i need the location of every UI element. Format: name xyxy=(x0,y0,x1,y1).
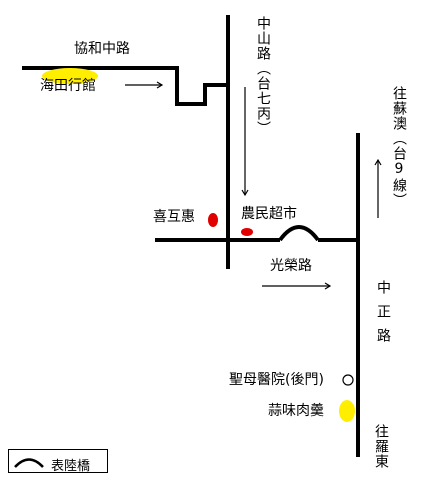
direction-label-suao: 往蘇澳（台9線） xyxy=(391,86,407,208)
legend-label-bridge: 表陸橋 xyxy=(51,459,91,474)
road-label-xiehe-zhong: 協和中路 xyxy=(74,41,130,57)
place-label-xihuhui: 喜互惠 xyxy=(153,209,195,225)
place-label-garlic-soup: 蒜味肉羹 xyxy=(268,403,324,419)
place-label-nongmin: 農民超市 xyxy=(241,206,297,222)
place-label-hospital: 聖母醫院(後門) xyxy=(229,372,324,388)
road-label-zhongshan: 中山路（台七丙） xyxy=(255,16,271,136)
arrow-right-haitian xyxy=(125,81,164,89)
marker-xihuhui xyxy=(208,213,218,227)
marker-hospital xyxy=(342,374,354,386)
legend: 表陸橋 xyxy=(8,449,108,474)
bridge-symbol-icon xyxy=(14,458,44,468)
direction-label-luodong: 往羅東 xyxy=(373,424,389,469)
overpass-bridge xyxy=(278,225,320,242)
place-label-haitian: 海田行館 xyxy=(40,78,96,94)
marker-garlic-soup xyxy=(339,400,355,422)
marker-nongmin xyxy=(241,228,253,236)
road-label-guangrong: 光榮路 xyxy=(270,258,312,274)
arrow-right-guangrong xyxy=(262,282,332,290)
highlight-haitian xyxy=(42,68,98,84)
road-label-zhongzheng: 中正路 xyxy=(375,280,391,352)
arrow-down-zhongshan xyxy=(241,87,249,197)
road-xiehe-zhong xyxy=(22,66,228,106)
arrow-up-suao xyxy=(374,158,382,218)
